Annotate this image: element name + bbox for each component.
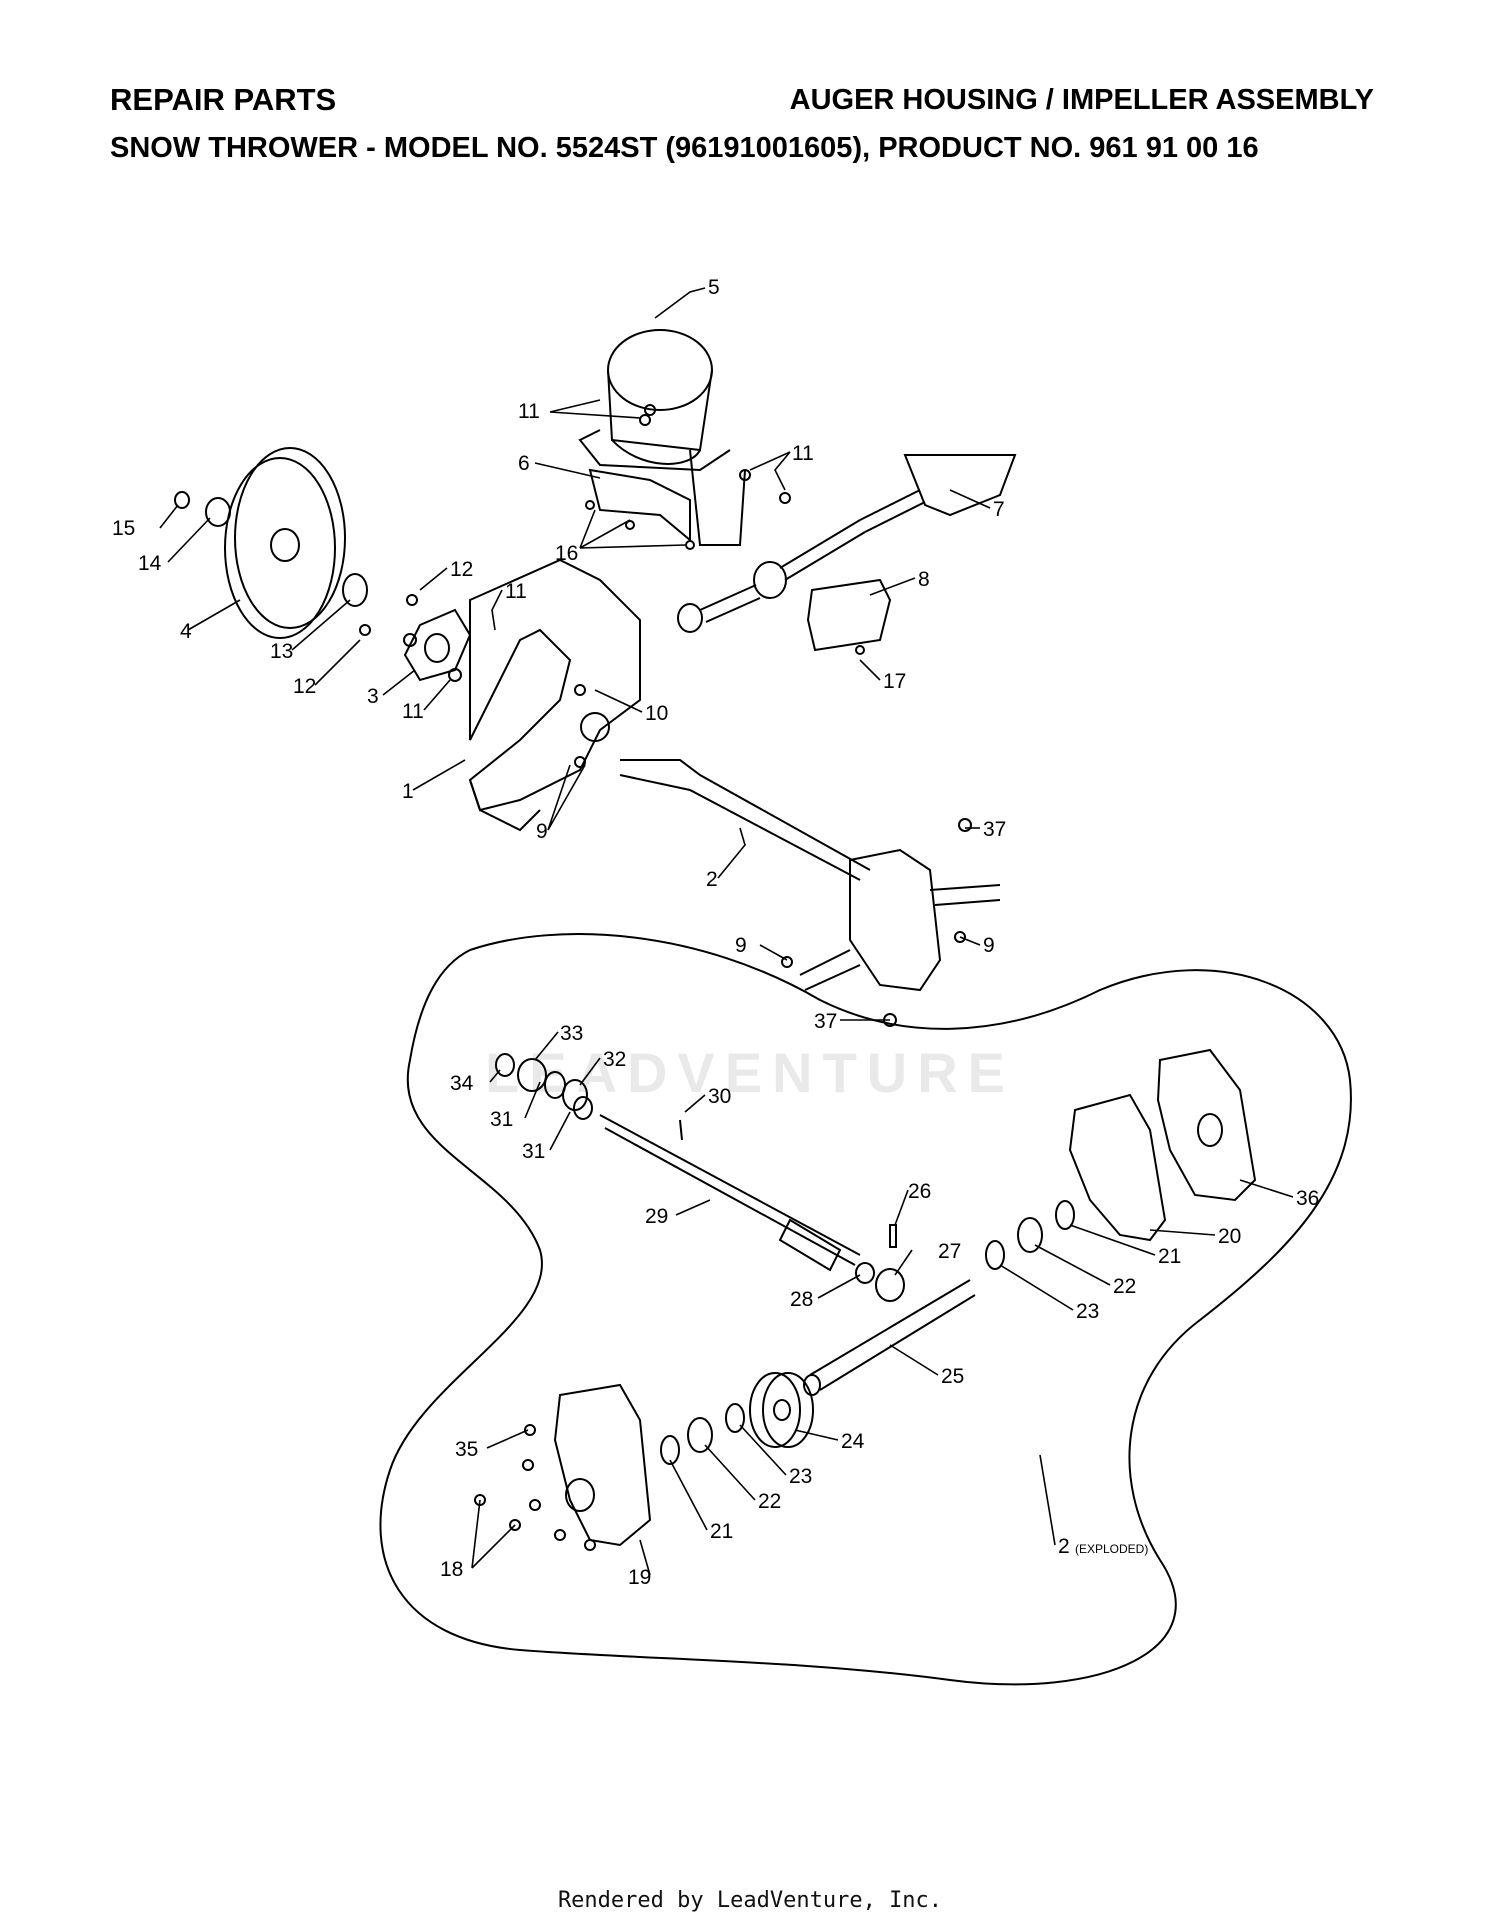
leader-lines — [159, 287, 1294, 1576]
callout-14: 14 — [138, 552, 162, 575]
callout-24: 24 — [841, 1430, 865, 1453]
callout-35: 35 — [455, 1438, 478, 1461]
watermark-text: LEADVENTURE — [484, 1041, 1016, 1104]
fastener-parts — [359, 404, 972, 1027]
callout-31: 31 — [490, 1108, 513, 1131]
callout-37: 37 — [983, 818, 1006, 841]
callout-2-exploded: 2 — [1058, 1535, 1070, 1558]
model-number: 5524ST — [555, 132, 658, 164]
callout-18: 18 — [440, 1558, 463, 1581]
callout-22: 22 — [1113, 1275, 1136, 1298]
auger-gearbox-assembly-part — [619, 759, 1001, 992]
callout-15: 15 — [112, 517, 135, 540]
callout-17: 17 — [883, 670, 906, 693]
worm-gear-part — [749, 1372, 814, 1448]
callout-19: 19 — [628, 1566, 651, 1589]
bearing-part — [205, 497, 231, 527]
snap-ring-part-right — [1055, 1200, 1075, 1230]
gearbox-half-right-part — [1156, 1048, 1257, 1202]
input-shaft-part — [599, 1114, 861, 1272]
callout-12: 12 — [293, 675, 316, 698]
chute-bracket-part — [588, 468, 691, 543]
callout-25: 25 — [941, 1365, 964, 1388]
callout-21: 21 — [1158, 1245, 1181, 1268]
pin-part — [889, 1224, 897, 1248]
callout-6: 6 — [518, 452, 530, 475]
callout-2: 2 — [706, 868, 718, 891]
callout-11: 11 — [402, 700, 424, 723]
callout-21: 21 — [710, 1520, 733, 1543]
callout-23: 23 — [789, 1465, 812, 1488]
nut-part — [174, 491, 190, 509]
chute-collar-part — [578, 329, 746, 546]
callout-13: 13 — [270, 640, 293, 663]
callout-9: 9 — [536, 820, 548, 843]
bushing-part — [875, 1268, 905, 1302]
footer-credit: Rendered by LeadVenture, Inc. — [557, 1888, 943, 1913]
model-subtitle: SNOW THROWER - MODEL NO. 5524ST (9619100… — [110, 132, 1259, 165]
callout-labels: 5 11 6 11 7 15 14 16 4 12 11 8 13 12 3 1… — [112, 276, 1319, 1589]
callout-10: 10 — [645, 702, 668, 725]
callout-11: 11 — [518, 400, 540, 423]
bearing-sleeve-part — [687, 1417, 713, 1453]
callout-5: 5 — [708, 276, 720, 299]
callout-20: 20 — [1218, 1225, 1241, 1248]
subtitle-prefix: SNOW THROWER - MODEL NO. — [110, 132, 556, 164]
assembly-title: AUGER HOUSING / IMPELLER ASSEMBLY — [789, 84, 1374, 116]
callout-12: 12 — [450, 558, 473, 581]
washer-parts — [495, 1053, 593, 1120]
callout-7: 7 — [993, 498, 1005, 521]
callout-11: 11 — [792, 442, 814, 465]
callout-16: 16 — [555, 542, 578, 565]
output-shaft-part — [803, 1279, 976, 1396]
ring-part — [725, 1403, 745, 1433]
page-title: REPAIR PARTS — [110, 82, 337, 117]
screw-parts — [474, 1424, 596, 1551]
callout-9: 9 — [735, 934, 747, 957]
gasket-part — [1068, 1093, 1167, 1242]
callout-30: 30 — [708, 1085, 731, 1108]
callout-28: 28 — [790, 1288, 813, 1311]
auger-housing-part — [468, 558, 641, 832]
callout-32: 32 — [603, 1048, 626, 1071]
ring-part-right — [985, 1240, 1005, 1270]
callout-29: 29 — [645, 1205, 668, 1228]
callout-27: 27 — [938, 1240, 961, 1263]
belt-guard-bracket-part — [806, 578, 892, 652]
callout-33: 33 — [560, 1022, 583, 1045]
pulley-part — [224, 447, 346, 639]
callout-1: 1 — [402, 780, 414, 803]
key-part — [679, 1119, 683, 1141]
callout-34: 34 — [450, 1072, 474, 1095]
callout-36: 36 — [1296, 1187, 1319, 1210]
callout-26: 26 — [908, 1180, 931, 1203]
gearbox-half-left-part — [553, 1383, 652, 1547]
callout-3: 3 — [367, 685, 379, 708]
callout-37: 37 — [814, 1010, 837, 1033]
impeller-shaft-part — [677, 454, 1017, 633]
bearing-sleeve-part-right — [1017, 1217, 1043, 1253]
callout-8: 8 — [918, 568, 930, 591]
callout-31: 31 — [522, 1140, 545, 1163]
callout-9: 9 — [983, 934, 995, 957]
exploded-view-outline — [379, 933, 1352, 1686]
exploded-note: (EXPLODED) — [1075, 1542, 1148, 1556]
hub-part — [342, 573, 368, 607]
callout-23: 23 — [1076, 1300, 1099, 1323]
snap-ring-part — [660, 1435, 680, 1465]
callout-22: 22 — [758, 1490, 781, 1513]
callout-4: 4 — [180, 620, 192, 643]
spacer-part — [855, 1262, 875, 1284]
callout-11: 11 — [505, 580, 527, 603]
subtitle-suffix: (96191001605), PRODUCT NO. 961 91 00 16 — [657, 132, 1259, 164]
